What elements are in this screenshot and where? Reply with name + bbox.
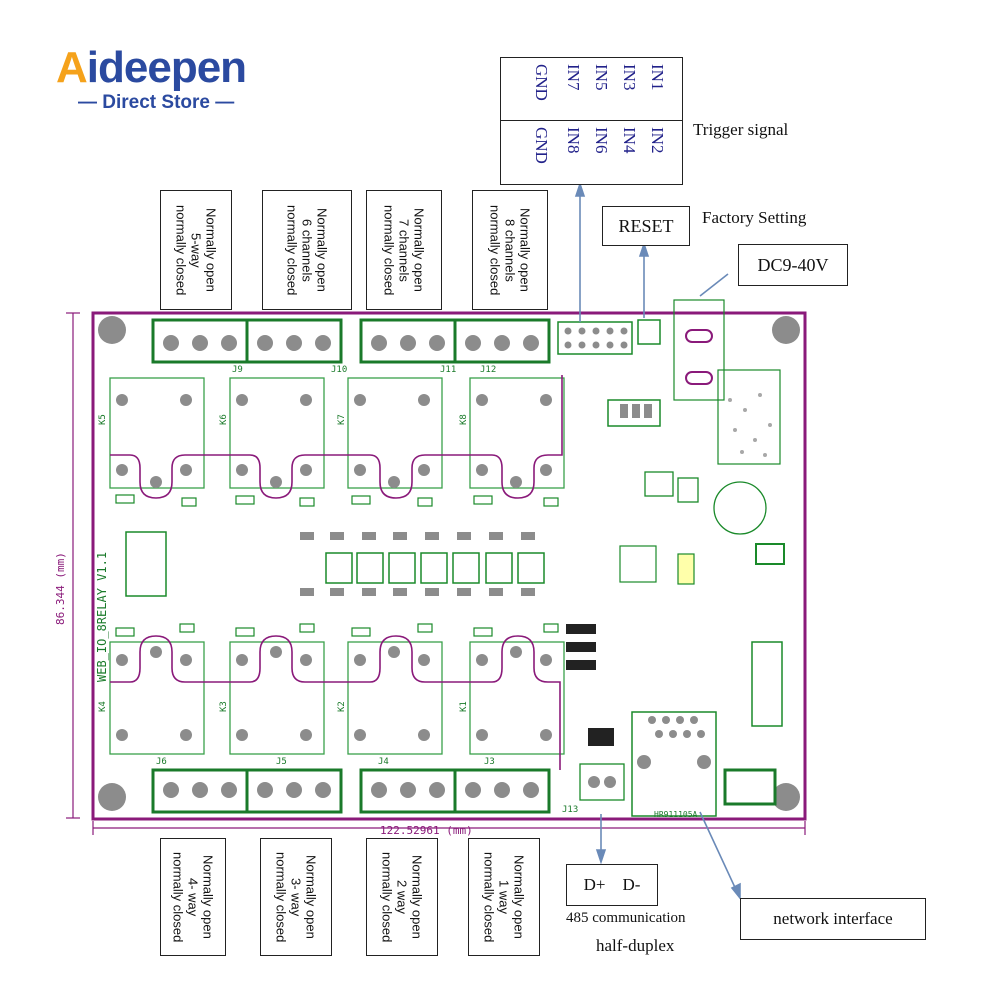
svg-text:K1: K1	[459, 701, 469, 712]
brand-subtitle: — Direct Store —	[78, 92, 235, 113]
pin-in4: IN4	[620, 127, 639, 154]
network-label: network interface	[773, 909, 893, 928]
rs485-box: D+ D-	[566, 864, 658, 906]
crystal-cap	[713, 481, 767, 535]
svg-text:K7: K7	[337, 414, 347, 425]
ic-u3	[619, 545, 657, 583]
svg-text:WEB_IO_8RELAY V1.1: WEB_IO_8RELAY V1.1	[95, 552, 109, 682]
svg-text:J6: J6	[156, 757, 167, 767]
relays-top	[109, 377, 565, 489]
brand-logo: Aideepen	[56, 43, 247, 92]
pin-in5: IN5	[592, 64, 611, 91]
optocouplers	[325, 552, 545, 584]
svg-text:J10: J10	[331, 365, 347, 375]
regulator-u10	[607, 399, 661, 427]
rs485-connector-j13	[579, 763, 625, 801]
svg-text:J3: J3	[484, 757, 495, 767]
svg-text:122.52961 (mm): 122.52961 (mm)	[380, 824, 473, 837]
svg-text:K8: K8	[459, 414, 469, 425]
annotation-arrows	[574, 181, 741, 901]
rs485-label-1: 485 communication	[566, 910, 686, 926]
reset-box: RESET	[602, 206, 690, 246]
terminal-blocks-top	[151, 318, 551, 364]
svg-text:K5: K5	[98, 414, 108, 425]
pin-in8: IN8	[564, 127, 583, 154]
pin-gnd-top: GND	[532, 64, 551, 101]
mount-hole	[98, 316, 126, 344]
network-box: network interface	[740, 898, 926, 940]
svg-text:J11: J11	[440, 365, 456, 375]
mount-hole	[772, 316, 800, 344]
pin-in1: IN1	[648, 64, 667, 91]
rs485-label-2: half-duplex	[596, 936, 675, 955]
pin-in2: IN2	[648, 127, 667, 154]
isolation-slot-top	[110, 375, 563, 499]
power-label: DC9-40V	[757, 254, 829, 275]
reset-switch	[637, 319, 661, 345]
dimension-lines	[66, 312, 806, 835]
power-box: DC9-40V	[738, 244, 848, 286]
trigger-signal-label: Trigger signal	[693, 120, 789, 139]
svg-text:K2: K2	[337, 701, 347, 712]
svg-text:HR911105A: HR911105A	[654, 810, 698, 819]
ic-u5	[125, 531, 167, 597]
mount-hole	[772, 783, 800, 811]
silkscreen-labels: J9 J10 J11 J12 J6 J5 J4 J3 J13 HR911105A…	[95, 365, 698, 819]
trigger-header-j8	[557, 321, 633, 355]
ic-u2	[751, 641, 783, 727]
svg-text:K4: K4	[98, 701, 108, 712]
pin-in6: IN6	[592, 127, 611, 154]
terminal-blocks-bottom	[151, 768, 551, 814]
inductor	[717, 369, 781, 465]
svg-text:J5: J5	[276, 757, 287, 767]
svg-text:86.344 (mm): 86.344 (mm)	[54, 552, 67, 625]
svg-text:J4: J4	[378, 757, 389, 767]
pin-gnd-bottom: GND	[532, 127, 551, 164]
board-outline	[91, 311, 807, 821]
reset-label: RESET	[618, 215, 674, 236]
mount-hole	[98, 783, 126, 811]
rs485-pins: D+ D-	[583, 875, 641, 894]
svg-text:J13: J13	[562, 805, 578, 815]
relays-bottom	[109, 641, 565, 755]
pin-in7: IN7	[564, 64, 583, 91]
svg-text:J12: J12	[480, 365, 496, 375]
svg-text:K6: K6	[219, 414, 229, 425]
factory-setting-label: Factory Setting	[702, 208, 807, 227]
dc-jack	[673, 299, 725, 401]
pin-in3: IN3	[620, 64, 639, 91]
svg-text:J9: J9	[232, 365, 243, 375]
trigger-pin-box	[500, 57, 683, 185]
smd-pads	[300, 532, 535, 596]
svg-text:K3: K3	[219, 701, 229, 712]
ethernet-connector	[631, 711, 717, 817]
isolation-slot-bottom	[110, 635, 561, 770]
